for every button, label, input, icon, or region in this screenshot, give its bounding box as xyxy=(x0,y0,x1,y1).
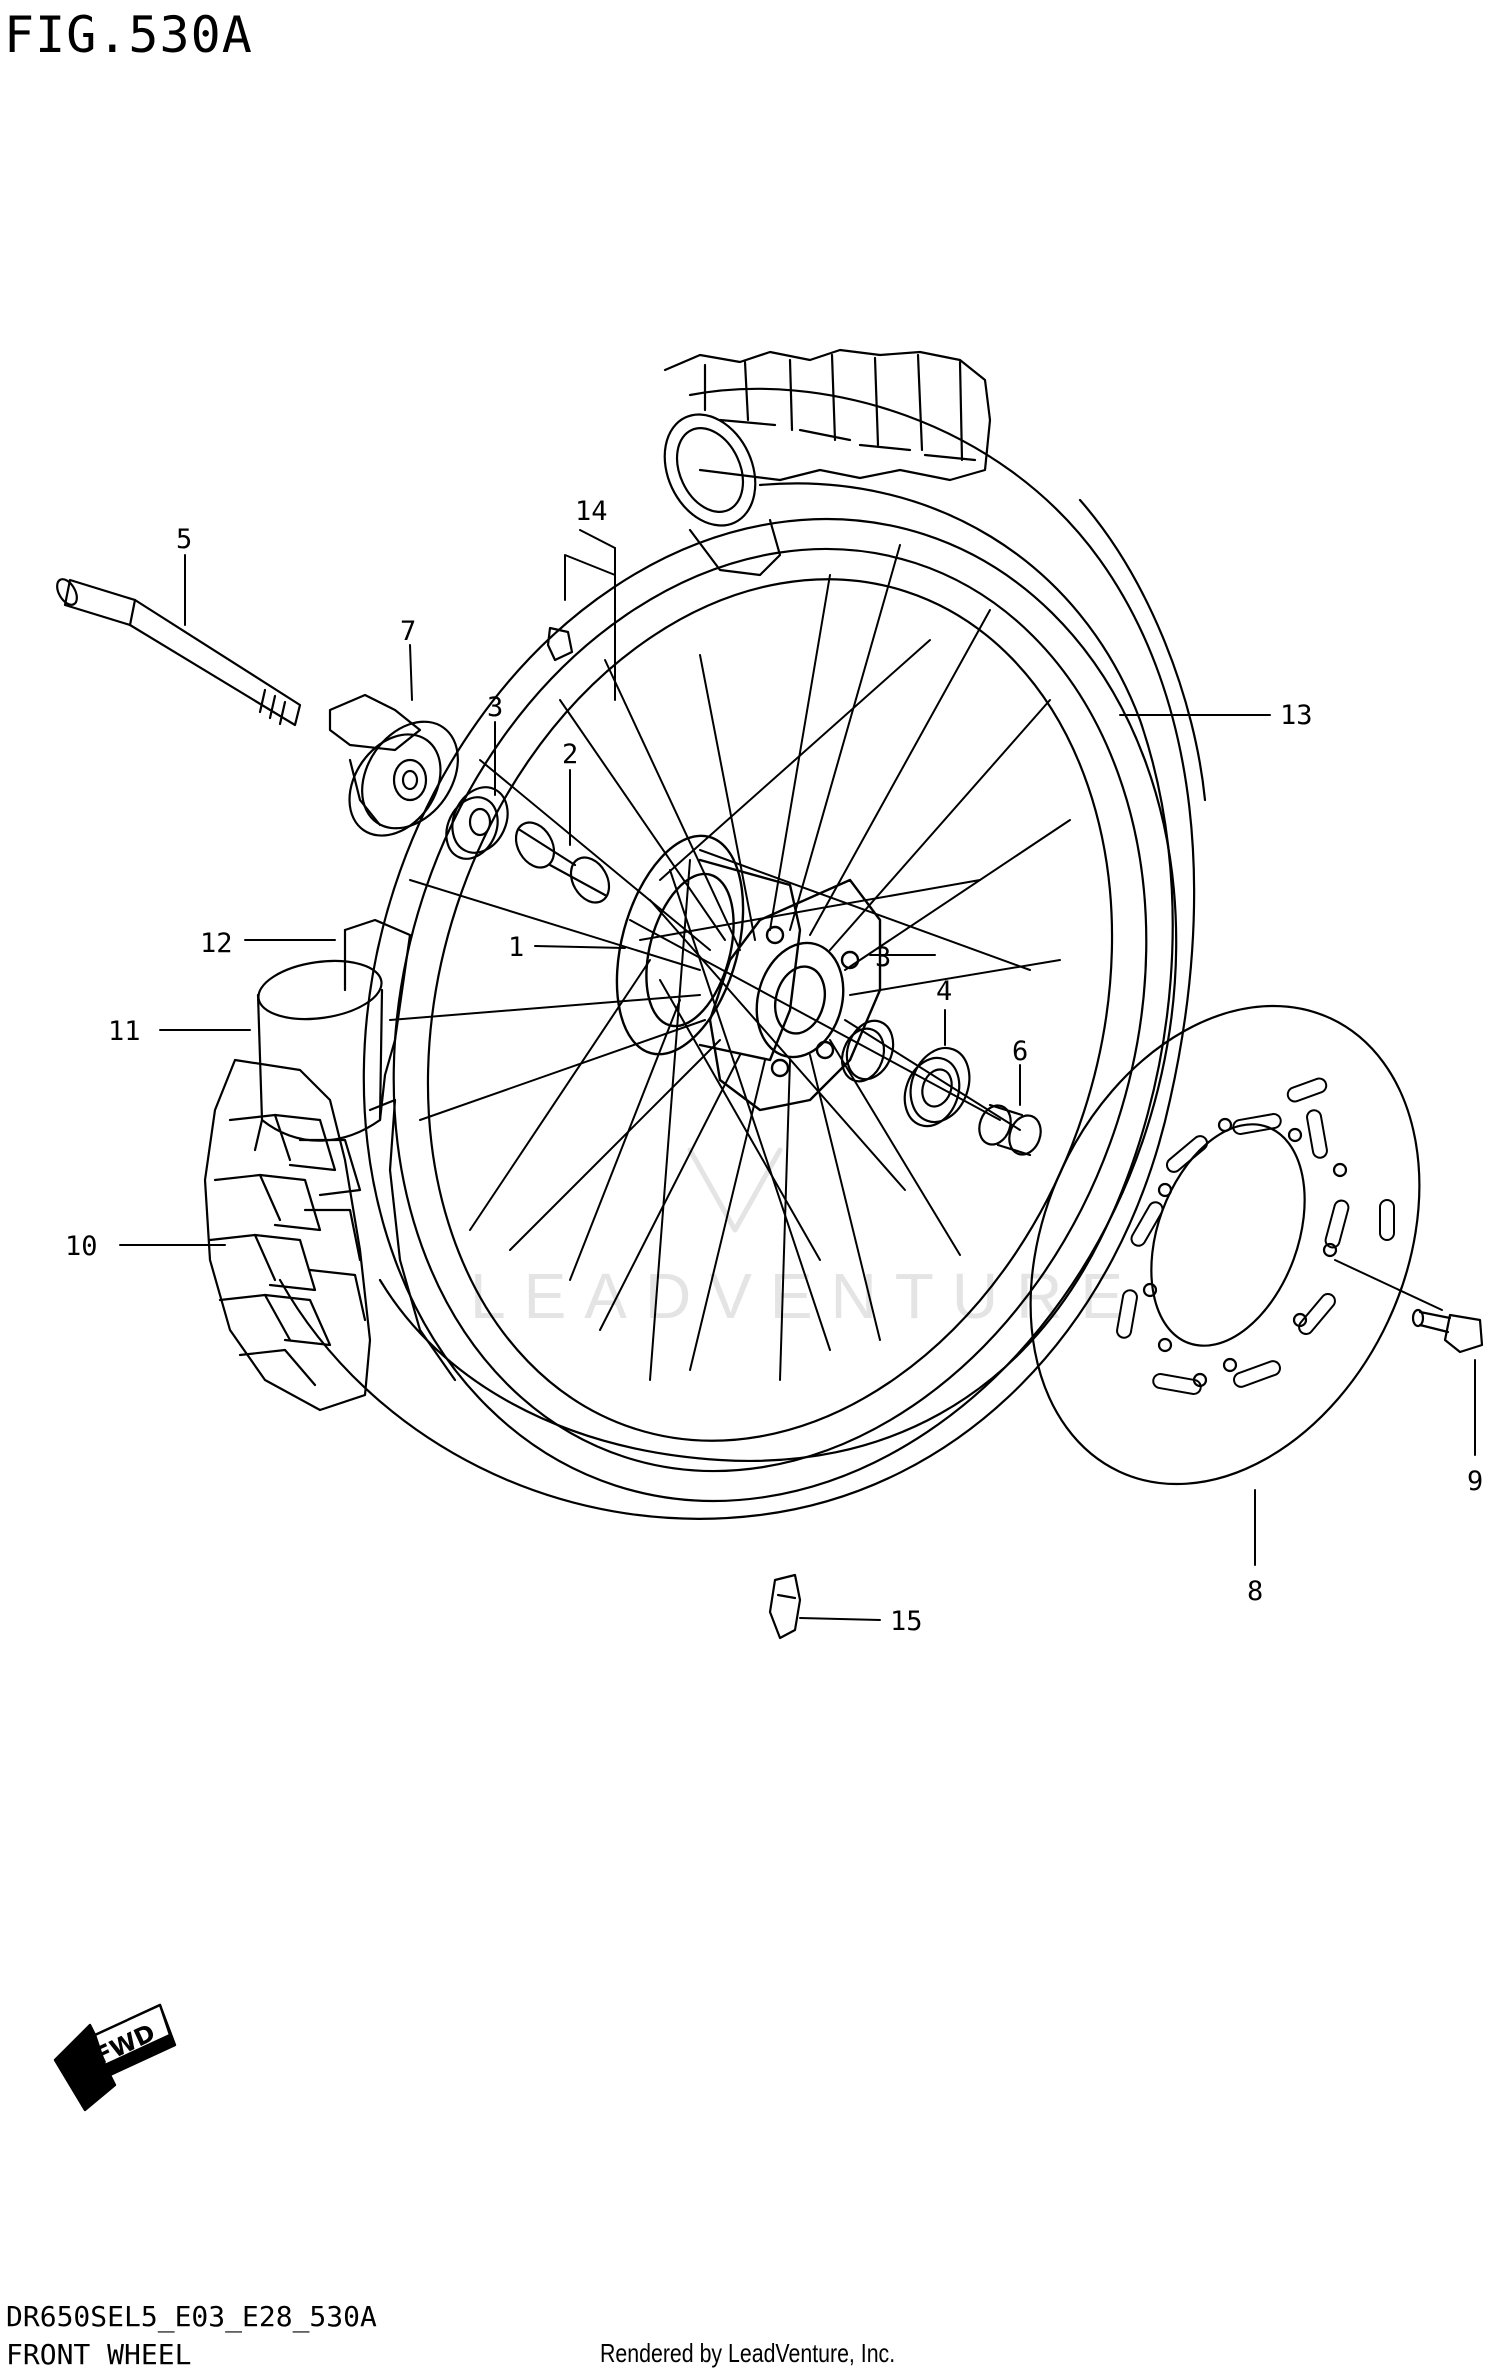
callout-2: 2 xyxy=(562,739,578,770)
balance-weight[interactable] xyxy=(768,1573,802,1640)
watermark-text: LEADVENTURE xyxy=(470,1260,1141,1332)
watermark-logo xyxy=(687,1147,783,1233)
hub[interactable] xyxy=(595,822,882,1112)
callout-5: 5 xyxy=(176,524,192,555)
inner-tube[interactable] xyxy=(253,954,386,1152)
callout-3-right: 3 xyxy=(875,942,891,973)
spacer-right[interactable] xyxy=(974,1101,1046,1159)
callout-7: 7 xyxy=(400,616,416,647)
fwd-arrow: FWD xyxy=(53,2003,177,2112)
callout-4: 4 xyxy=(936,976,952,1007)
speedo-gearbox[interactable] xyxy=(328,693,478,853)
callout-15: 15 xyxy=(890,1606,923,1637)
callout-1: 1 xyxy=(508,932,524,963)
callout-leaders xyxy=(119,529,1476,1621)
figure-name: FRONT WHEEL xyxy=(6,2338,192,2371)
figure-code: DR650SEL5_E03_E28_530A xyxy=(6,2300,377,2333)
spacer[interactable] xyxy=(508,816,616,910)
callout-11: 11 xyxy=(108,1016,141,1047)
disc-bolt[interactable] xyxy=(1411,1308,1484,1354)
rim-band[interactable] xyxy=(368,1098,457,1382)
spokes[interactable] xyxy=(389,544,1071,1381)
callout-labels: 5 7 3 2 14 13 1 3 4 6 12 11 10 8 9 15 xyxy=(65,496,1483,1637)
callout-8: 8 xyxy=(1247,1576,1263,1607)
figure-title: FIG.530A xyxy=(4,6,253,64)
brake-disc[interactable] xyxy=(956,942,1494,1547)
spoke-nipple[interactable] xyxy=(546,626,574,662)
oil-seal[interactable] xyxy=(896,1040,980,1134)
callout-3-left: 3 xyxy=(487,692,503,723)
callout-10: 10 xyxy=(65,1231,98,1262)
axle[interactable] xyxy=(53,576,302,727)
callout-12: 12 xyxy=(200,928,233,959)
callout-9: 9 xyxy=(1467,1466,1483,1497)
callout-14: 14 xyxy=(575,496,608,527)
valve-cap[interactable] xyxy=(343,918,412,1122)
rim xyxy=(362,517,1178,1503)
tire[interactable] xyxy=(203,348,1207,1520)
credit-text: Rendered by LeadVenture, Inc. xyxy=(600,2338,896,2368)
bearing-right[interactable] xyxy=(835,1014,901,1087)
callout-13: 13 xyxy=(1280,700,1313,731)
callout-6: 6 xyxy=(1012,1036,1028,1067)
